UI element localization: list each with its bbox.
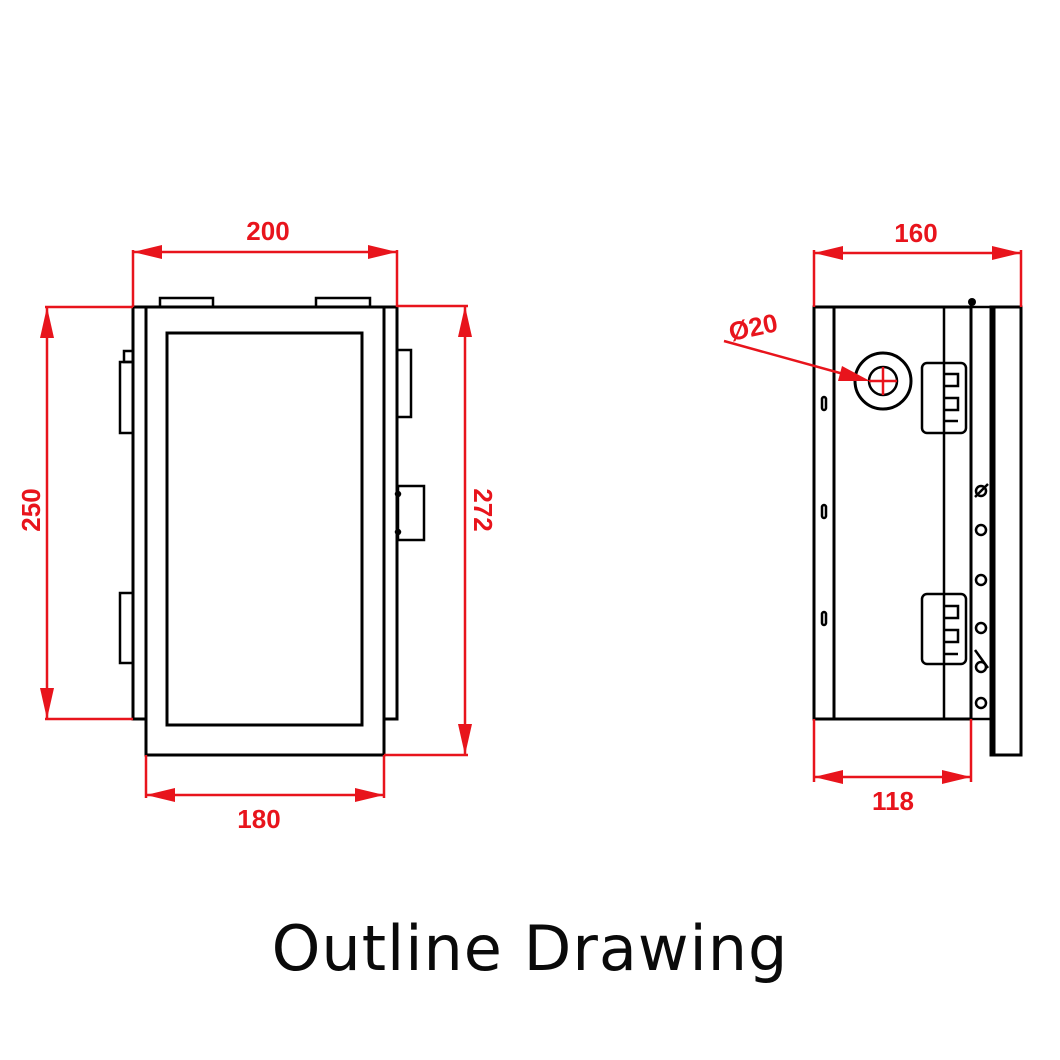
side-hinge-bottom [920, 592, 968, 666]
left-hinge-bottom [118, 591, 135, 665]
left-hinge-top-pin [122, 349, 135, 364]
front-window [165, 331, 364, 727]
left-hinge-top [118, 360, 135, 435]
front-door [144, 305, 386, 757]
top-tab-right [314, 296, 372, 309]
dim-side-bottom-depth: 118 [872, 786, 914, 816]
right-lock [396, 484, 426, 542]
drawing-title: Outline Drawing [271, 912, 789, 985]
front-view: 200 250 272 180 [16, 216, 498, 834]
dim-side-depth: 160 [894, 218, 937, 248]
dim-hole-diameter: Ø20 [726, 307, 780, 347]
side-view: 160 Ø20 118 [723, 218, 1023, 816]
top-tab-left [158, 296, 215, 309]
dim-left-height: 250 [16, 488, 46, 531]
right-latch-top [395, 348, 413, 419]
dim-bottom-width: 180 [237, 804, 280, 834]
door-screws [973, 483, 990, 710]
side-hinge-top [920, 361, 968, 435]
dim-right-height: 272 [468, 488, 498, 531]
dim-top-width: 200 [246, 216, 289, 246]
